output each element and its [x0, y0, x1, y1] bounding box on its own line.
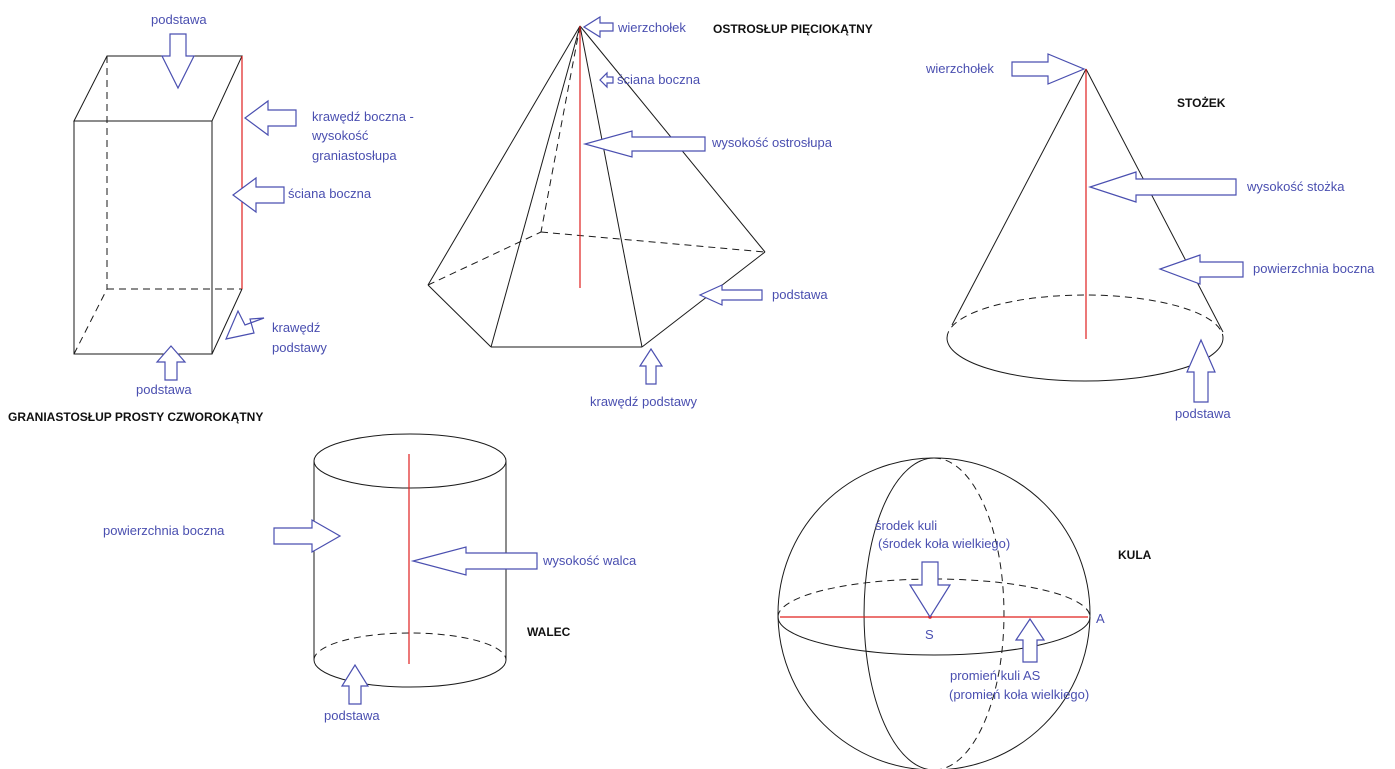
cone-apex-label: wierzchołek	[926, 61, 994, 76]
prism-bottom-base-label: podstawa	[136, 382, 192, 397]
arrow-prism-lateral-edge	[243, 99, 297, 137]
arrow-prism-base-edge	[224, 309, 265, 340]
cone-base-label: podstawa	[1175, 406, 1231, 421]
arrow-cylinder-lateral	[273, 518, 342, 554]
arrow-pyramid-base-edge	[638, 347, 664, 385]
prism-lateral-edge-label-3: graniastosłupa	[312, 148, 397, 163]
arrow-cylinder-height	[410, 546, 538, 576]
arrow-sphere-radius	[1014, 617, 1046, 663]
cone-lateral-label: powierzchnia boczna	[1253, 261, 1375, 276]
pyramid-lateral-face-label: ściana boczna	[617, 72, 701, 87]
prism-title: GRANIASTOSŁUP PROSTY CZWOROKĄTNY	[8, 410, 264, 424]
cylinder-lateral-label: powierzchnia boczna	[103, 523, 225, 538]
prism-top-base-label: podstawa	[151, 12, 207, 27]
arrow-cone-base	[1186, 338, 1216, 403]
arrow-pyramid-lateral-face	[599, 71, 614, 89]
arrow-pyramid-apex	[582, 15, 614, 39]
arrow-sphere-center	[908, 561, 952, 619]
arrow-prism-lateral-face	[231, 176, 285, 214]
arrow-cone-apex	[1011, 53, 1086, 85]
prism-lateral-edge-label-1: krawędź boczna -	[312, 109, 414, 124]
cone-height-label: wysokość stożka	[1247, 179, 1345, 194]
cylinder-base-label: podstawa	[324, 708, 380, 723]
arrow-pyramid-height	[582, 130, 706, 158]
sphere-title: KULA	[1118, 548, 1152, 562]
pyramid-shape	[427, 25, 766, 348]
cone-shape	[946, 68, 1224, 382]
sphere-radius-label-2: (promień koła wielkiego)	[949, 687, 1090, 702]
prism-base-edge-label-2: podstawy	[272, 340, 327, 355]
cylinder-height-label: wysokość walca	[543, 553, 637, 568]
pyramid-base-edge-label: krawędź podstawy	[590, 394, 697, 409]
cone-title: STOŻEK	[1177, 96, 1226, 110]
arrow-cylinder-base	[340, 663, 370, 705]
prism-lateral-edge-label-2: wysokość	[312, 128, 369, 143]
pyramid-base-label: podstawa	[772, 287, 828, 302]
arrow-cone-lateral	[1158, 254, 1244, 285]
prism-lateral-face-label: ściana boczna	[288, 186, 372, 201]
prism-base-edge-label-1: krawędź	[272, 320, 321, 335]
arrow-prism-bottom-base	[155, 345, 187, 381]
pyramid-height-label: wysokość ostrosłupa	[712, 135, 832, 150]
sphere-center-label-2: (środek koła wielkiego)	[878, 536, 1011, 551]
cylinder-title: WALEC	[527, 625, 571, 639]
sphere-point-s: S	[925, 627, 934, 642]
pyramid-apex-label: wierzchołek	[618, 20, 686, 35]
sphere-shape	[777, 457, 1091, 769]
pyramid-title: OSTROSŁUP PIĘCIOKĄTNY	[713, 22, 873, 36]
arrow-prism-top-base	[161, 33, 195, 90]
arrow-cone-height	[1088, 171, 1237, 203]
sphere-point-a: A	[1096, 611, 1105, 626]
cylinder-shape	[313, 433, 507, 688]
arrow-pyramid-base	[698, 284, 763, 306]
sphere-center-label-1: środek kuli	[875, 518, 938, 533]
sphere-radius-label-1: promień kuli AS	[950, 668, 1041, 683]
prism-shape	[73, 55, 243, 355]
